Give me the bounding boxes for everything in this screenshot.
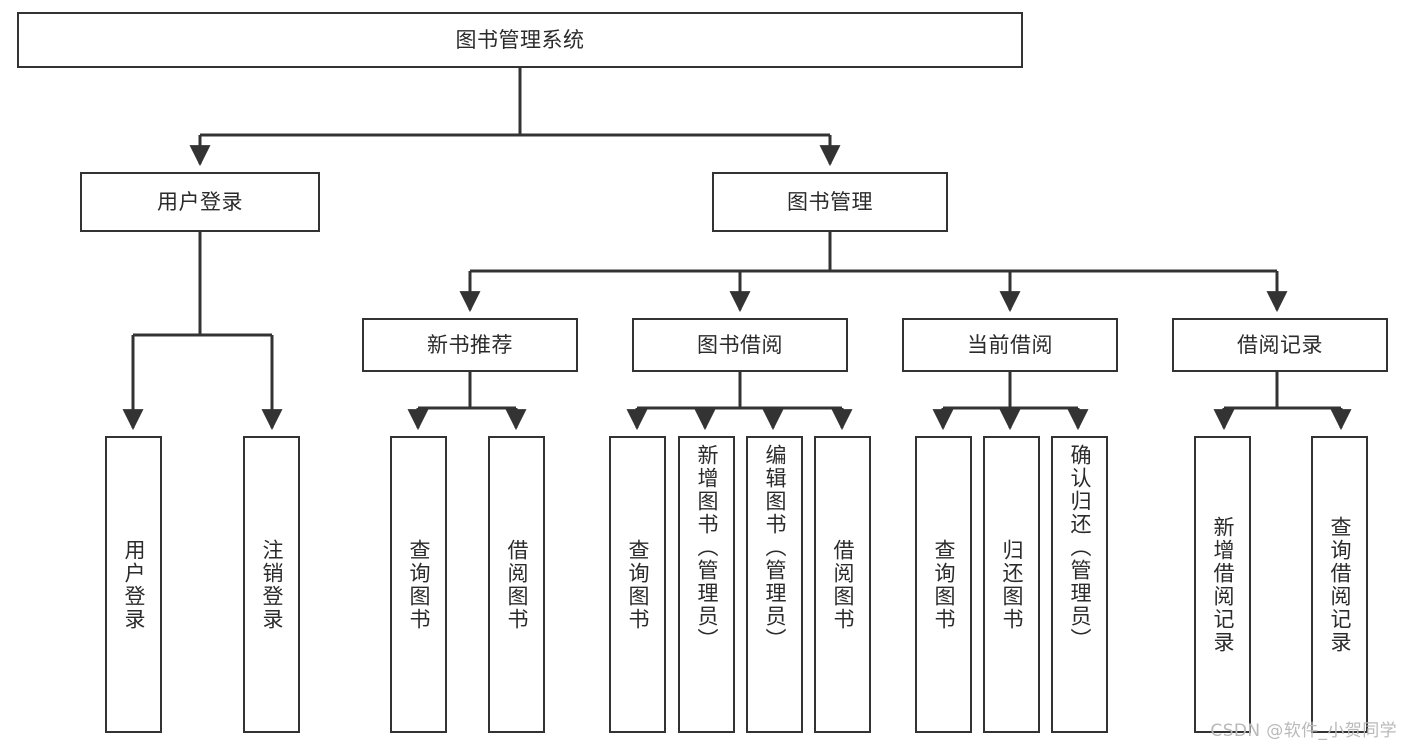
node-leaf-borrow-query-book[interactable]: 查询图书 — [609, 436, 666, 733]
node-leaf-user-login-signout[interactable]: 注销登录 — [243, 436, 300, 733]
node-book-management[interactable]: 图书管理 — [712, 172, 948, 232]
node-leaf-borrow-add-book-admin-label: 新增图书（管理员） — [695, 444, 719, 651]
node-leaf-recommend-borrow-book-label: 借阅图书 — [505, 538, 529, 631]
node-leaf-record-add-record[interactable]: 新增借阅记录 — [1194, 436, 1251, 733]
node-leaf-recommend-query-book-label: 查询图书 — [407, 538, 431, 631]
node-borrow-record[interactable]: 借阅记录 — [1172, 318, 1388, 372]
node-borrow-record-label: 借阅记录 — [1237, 332, 1323, 357]
node-leaf-recommend-query-book[interactable]: 查询图书 — [390, 436, 447, 733]
node-current-borrow[interactable]: 当前借阅 — [902, 318, 1118, 372]
node-user-login-label: 用户登录 — [157, 189, 243, 214]
node-leaf-current-query-book[interactable]: 查询图书 — [915, 436, 972, 733]
node-new-book-recommend[interactable]: 新书推荐 — [362, 318, 578, 372]
node-leaf-borrow-borrow-book-label: 借阅图书 — [831, 538, 855, 631]
node-leaf-current-query-book-label: 查询图书 — [932, 538, 956, 631]
node-leaf-current-return-book-label: 归还图书 — [1000, 538, 1024, 631]
node-leaf-borrow-edit-book-admin-label: 编辑图书（管理员） — [763, 444, 787, 651]
node-leaf-current-confirm-return-admin-label: 确认归还（管理员） — [1068, 444, 1092, 651]
node-user-login[interactable]: 用户登录 — [80, 172, 320, 232]
node-leaf-record-query-record-label: 查询借阅记录 — [1328, 515, 1352, 654]
node-leaf-user-login-signout-label: 注销登录 — [260, 538, 284, 631]
node-leaf-borrow-edit-book-admin[interactable]: 编辑图书（管理员） — [746, 436, 803, 733]
node-leaf-user-login-signin-label: 用户登录 — [122, 538, 146, 631]
node-leaf-recommend-borrow-book[interactable]: 借阅图书 — [488, 436, 545, 733]
node-current-borrow-label: 当前借阅 — [967, 332, 1053, 357]
node-leaf-borrow-add-book-admin[interactable]: 新增图书（管理员） — [678, 436, 735, 733]
node-leaf-record-query-record[interactable]: 查询借阅记录 — [1311, 436, 1368, 733]
node-root-system-label: 图书管理系统 — [455, 27, 585, 52]
csdn-watermark: CSDN @软件_小贺同学 — [1210, 721, 1397, 741]
node-leaf-user-login-signin[interactable]: 用户登录 — [105, 436, 162, 733]
node-leaf-current-return-book[interactable]: 归还图书 — [983, 436, 1040, 733]
node-leaf-borrow-query-book-label: 查询图书 — [626, 538, 650, 631]
node-root-system[interactable]: 图书管理系统 — [17, 12, 1023, 68]
node-leaf-borrow-borrow-book[interactable]: 借阅图书 — [814, 436, 871, 733]
node-leaf-current-confirm-return-admin[interactable]: 确认归还（管理员） — [1051, 436, 1108, 733]
node-book-borrow-label: 图书借阅 — [697, 332, 783, 357]
node-new-book-recommend-label: 新书推荐 — [427, 332, 513, 357]
node-leaf-record-add-record-label: 新增借阅记录 — [1211, 515, 1235, 654]
node-book-management-label: 图书管理 — [787, 189, 873, 214]
node-book-borrow[interactable]: 图书借阅 — [632, 318, 848, 372]
